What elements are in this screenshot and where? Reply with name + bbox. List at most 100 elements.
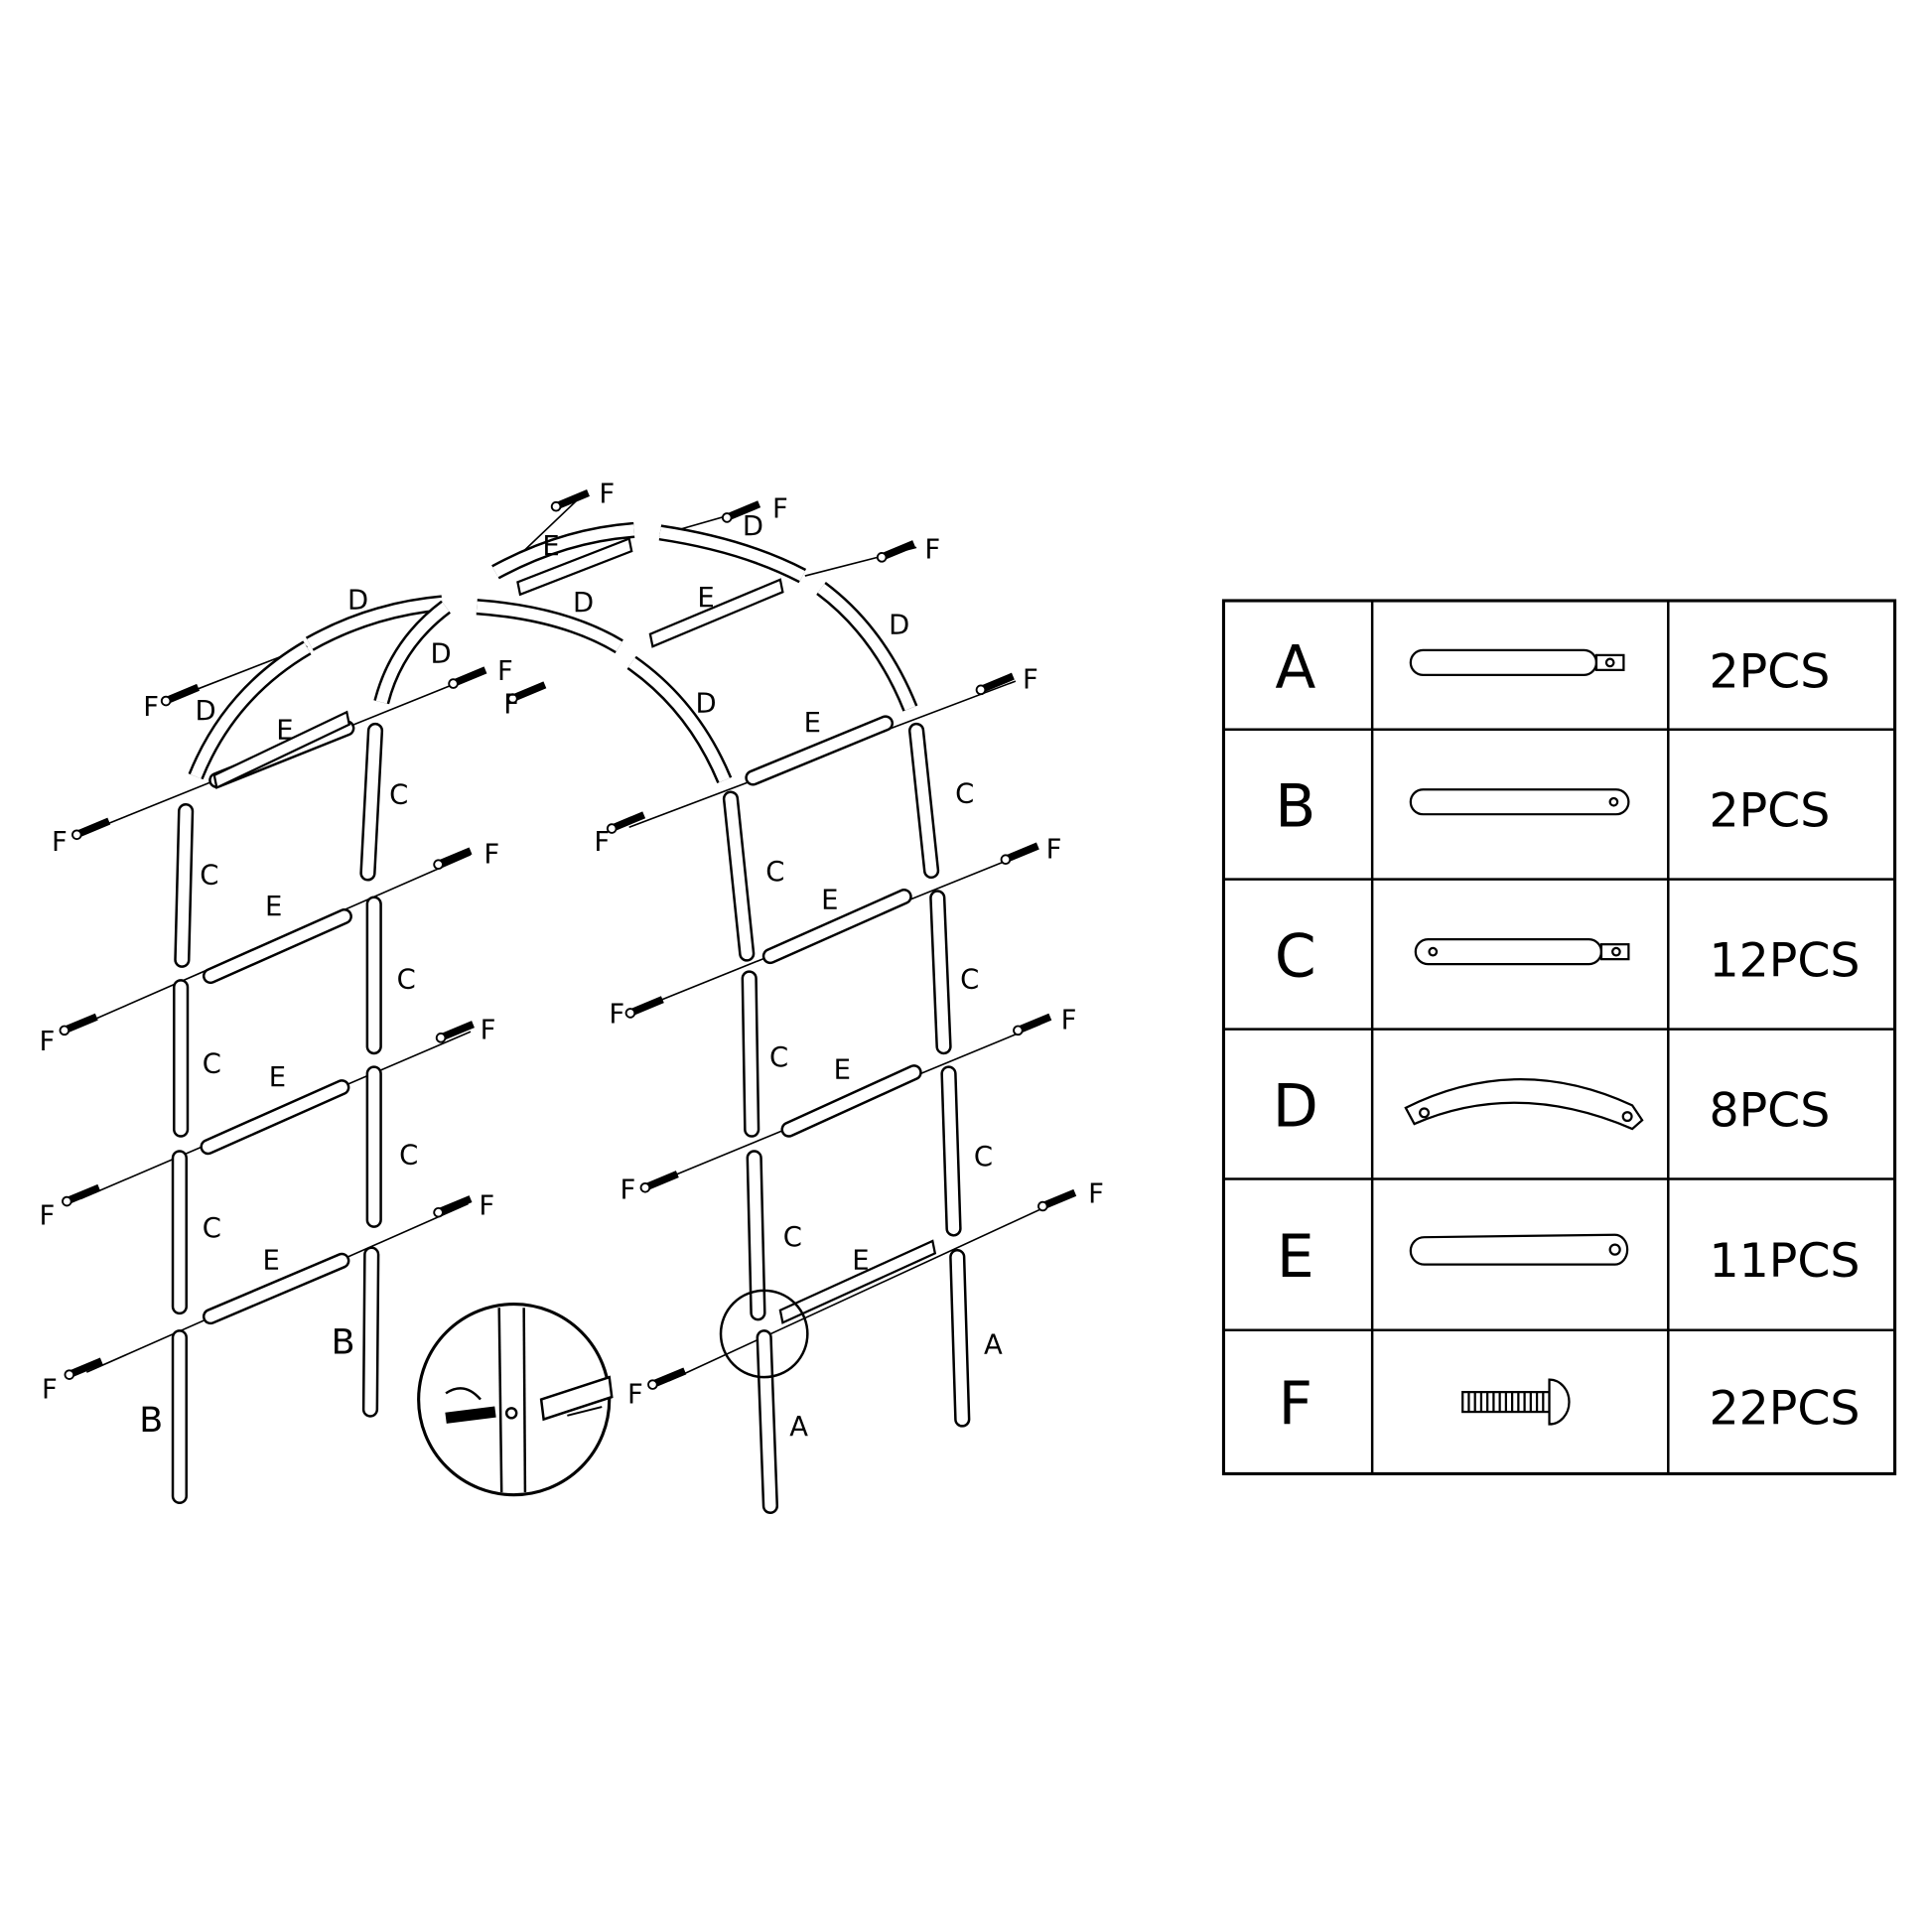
- part-letter: B: [1275, 772, 1315, 842]
- pole-with-hole-icon: [1409, 788, 1630, 816]
- part-label-f: F: [42, 1374, 58, 1405]
- screw-icon: [65, 1013, 98, 1034]
- part-quantity: 8PCS: [1709, 1084, 1830, 1139]
- crossbar-e: [648, 578, 784, 648]
- part-label-f: F: [481, 1016, 496, 1046]
- screw-icon: [167, 683, 201, 704]
- arrow-icon: [445, 1387, 482, 1401]
- screw-icon: [513, 681, 547, 701]
- screw-icon: [1019, 1013, 1052, 1034]
- detail-callout: [417, 1289, 809, 1497]
- part-label-a: A: [984, 1329, 1003, 1360]
- crossbar-e: [202, 907, 352, 985]
- part-label-f: F: [40, 1027, 56, 1057]
- part-quantity: 2PCS: [1709, 784, 1830, 839]
- pole-c: [741, 970, 760, 1138]
- part-label-f: F: [599, 479, 615, 509]
- curved-pole-d: [491, 521, 635, 580]
- part-label-e: E: [697, 583, 714, 614]
- part-label-c: C: [960, 964, 979, 995]
- part-label-c: C: [389, 780, 408, 811]
- part-label-f: F: [503, 690, 519, 721]
- part-label-f: F: [52, 827, 68, 858]
- part-letter: D: [1273, 1072, 1318, 1142]
- screw-icon: [439, 1195, 473, 1215]
- part-label-f: F: [627, 1379, 643, 1410]
- crossbar-e: [761, 889, 912, 965]
- screw-icon: [68, 1183, 101, 1204]
- crossbar-e: [745, 715, 895, 786]
- part-label-c: C: [397, 964, 416, 995]
- crossbar-icon: [1409, 1233, 1629, 1266]
- pole-c: [174, 802, 195, 968]
- part-label-f: F: [594, 827, 610, 858]
- pole-c: [722, 790, 756, 962]
- part-label-d: D: [196, 696, 216, 727]
- part-label-d: D: [743, 511, 763, 542]
- part-label-f: F: [621, 1175, 636, 1206]
- pole-c: [907, 722, 940, 880]
- part-label-d: D: [347, 586, 368, 617]
- part-label-f: F: [1061, 1006, 1077, 1036]
- part-quantity: 2PCS: [1709, 644, 1830, 699]
- part-label-c: C: [783, 1222, 802, 1253]
- curved-pole-d: [626, 655, 733, 784]
- pole-hole-and-tab-icon: [1414, 938, 1630, 966]
- part-label-f: F: [772, 493, 788, 524]
- part-letter: C: [1275, 922, 1316, 992]
- crossbar-e: [212, 710, 351, 790]
- part-label-f: F: [1088, 1178, 1104, 1209]
- part-label-c: C: [203, 1048, 221, 1079]
- part-label-e: E: [542, 531, 559, 562]
- pole-c: [359, 722, 384, 882]
- table-row: D 8PCS: [1273, 1072, 1831, 1142]
- part-label-e: E: [276, 716, 293, 747]
- part-label-b: B: [332, 1322, 355, 1362]
- screw-icon: [883, 540, 916, 560]
- curved-pole-d: [658, 524, 807, 584]
- part-label-f: F: [483, 839, 499, 870]
- screw-icon: [645, 1171, 679, 1190]
- screw-icon: [439, 847, 473, 867]
- pole-c: [746, 1150, 766, 1321]
- crossbar-e: [780, 1064, 922, 1138]
- part-label-e: E: [821, 886, 838, 916]
- screw-icon: [1461, 1378, 1571, 1426]
- part-label-d: D: [695, 688, 716, 719]
- part-label-d: D: [889, 611, 909, 641]
- crossbar-e: [778, 1239, 937, 1324]
- curved-pole-d: [373, 600, 452, 705]
- curved-pole-icon: [1404, 1078, 1644, 1131]
- part-label-e: E: [852, 1246, 869, 1277]
- part-label-f: F: [40, 1201, 56, 1232]
- part-label-e: E: [265, 892, 282, 922]
- part-label-c: C: [765, 857, 784, 888]
- part-label-b: B: [139, 1401, 163, 1441]
- crossbar-e: [202, 1252, 350, 1325]
- screw-icon: [454, 666, 487, 686]
- frame-members: [171, 521, 971, 1514]
- part-label-f: F: [479, 1191, 494, 1222]
- screw-icon: [728, 500, 761, 520]
- pole-c: [929, 890, 952, 1055]
- curved-pole-d: [476, 599, 623, 654]
- screw-icon: [982, 672, 1015, 693]
- pole-b: [361, 1246, 380, 1418]
- part-label-f: F: [1023, 665, 1038, 696]
- screw-icon: [77, 817, 111, 837]
- part-label-e: E: [834, 1055, 851, 1086]
- screw-icon: [631, 996, 664, 1016]
- part-label-f: F: [497, 656, 513, 687]
- crossbar-e: [200, 1079, 350, 1156]
- part-label-c: C: [200, 861, 218, 892]
- detail-magnifier: [417, 1302, 612, 1497]
- crossbar-e: [516, 537, 633, 597]
- part-label-c: C: [399, 1141, 418, 1172]
- part-label-c: C: [203, 1213, 221, 1244]
- screw-icon: [1006, 842, 1039, 862]
- part-label-a: A: [789, 1412, 808, 1443]
